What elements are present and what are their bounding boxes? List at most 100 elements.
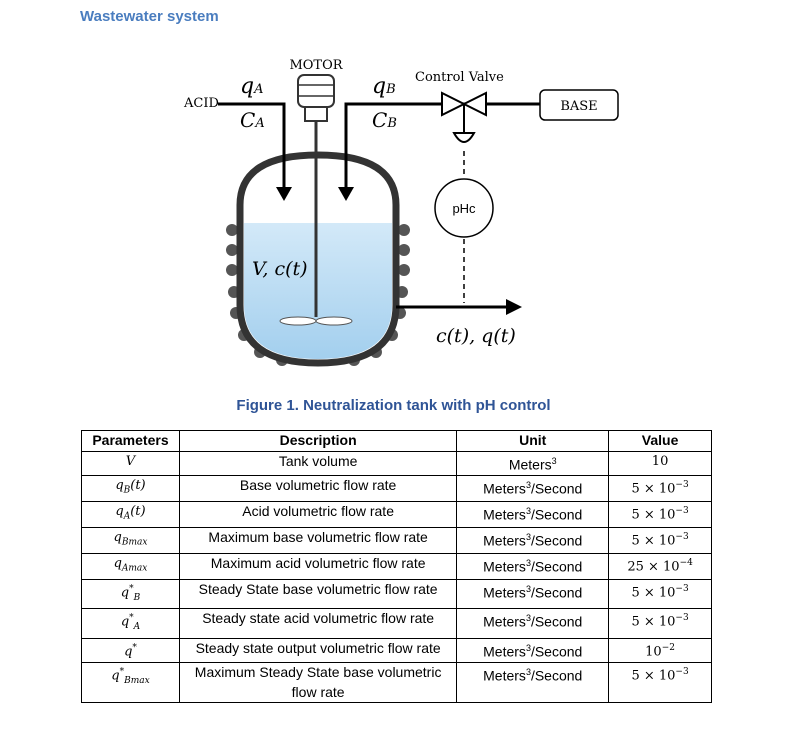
base-box xyxy=(539,89,619,121)
acid-label: ACID xyxy=(183,96,219,111)
param-cell: q*Bmax xyxy=(81,662,180,704)
phc-controller xyxy=(434,178,494,238)
svg-text:CA: CA xyxy=(240,108,265,132)
value-base: 5 × 10 xyxy=(631,614,676,630)
param-cell: q* xyxy=(81,637,180,664)
param-symbol: q xyxy=(124,644,133,660)
param-symbol: q xyxy=(120,585,130,601)
unit-exponent: 3 xyxy=(525,557,531,568)
unit-suffix: /Second xyxy=(530,506,583,523)
motor-label: MOTOR xyxy=(289,58,343,73)
unit-base: Meters xyxy=(483,584,526,601)
param-cell: qAmax xyxy=(81,552,180,581)
unit-suffix: /Second xyxy=(530,643,583,660)
cB-sub: B xyxy=(386,116,397,131)
unit-suffix: /Second xyxy=(530,532,583,549)
value-cell: 5 × 10−3 xyxy=(608,662,712,704)
value-base: 5 × 10 xyxy=(631,668,676,684)
table-row: q*Steady state output volumetric flow ra… xyxy=(81,637,712,664)
param-cell: q*A xyxy=(81,608,180,639)
value-exponent: −3 xyxy=(675,531,689,542)
param-subscript: B xyxy=(123,485,131,496)
param-symbol: q xyxy=(111,668,120,684)
acid-arrow-icon xyxy=(276,187,292,201)
unit-cell: Meters3 xyxy=(456,450,610,476)
acid-pipe xyxy=(218,102,286,191)
value-cell: 5 × 10−3 xyxy=(608,500,712,528)
param-star: * xyxy=(129,584,134,595)
unit-cell: Meters3/Second xyxy=(456,526,610,554)
unit-base: Meters xyxy=(483,506,526,523)
cA-label: C xyxy=(240,108,255,132)
description-cell: Maximum base volumetric flow rate xyxy=(178,526,458,554)
header-description: Description xyxy=(178,430,458,452)
unit-exponent: 3 xyxy=(525,584,531,595)
param-subscript: Amax xyxy=(121,563,148,574)
param-star: * xyxy=(119,667,125,678)
value-cell: 5 × 10−3 xyxy=(608,526,712,554)
unit-base: Meters xyxy=(483,532,526,549)
header-parameters: Parameters xyxy=(81,430,180,452)
base-arrow-icon xyxy=(338,187,354,201)
param-cell: V xyxy=(81,450,180,476)
control-valve-icon xyxy=(441,91,487,143)
value-base: 10 xyxy=(651,453,669,469)
value-exponent: −3 xyxy=(675,613,689,624)
unit-cell: Meters3/Second xyxy=(456,474,610,502)
impeller-icon xyxy=(279,316,353,326)
value-cell: 5 × 10−3 xyxy=(608,608,712,639)
value-base: 5 × 10 xyxy=(631,507,676,523)
unit-cell: Meters3/Second xyxy=(456,552,610,581)
value-exponent: −2 xyxy=(661,642,675,653)
value-base: 10 xyxy=(645,644,662,660)
unit-cell: Meters3/Second xyxy=(456,662,610,704)
param-subscript: Bmax xyxy=(124,675,150,686)
unit-exponent: 3 xyxy=(525,505,531,516)
param-subscript: A xyxy=(123,511,131,522)
param-star: * xyxy=(132,642,137,653)
volume-label: V, c(t) xyxy=(252,258,308,280)
output-label: c(t), q(t) xyxy=(436,325,516,347)
outflow-arrow-icon xyxy=(506,299,522,315)
phc-label: pHc xyxy=(452,201,476,216)
value-base: 5 × 10 xyxy=(631,480,676,496)
param-subscript: B xyxy=(133,592,141,603)
param-cell: qB(t) xyxy=(81,474,180,502)
unit-exponent: 3 xyxy=(525,479,531,490)
unit-cell: Meters3/Second xyxy=(456,500,610,528)
value-base: 5 × 10 xyxy=(631,585,676,601)
unit-base: Meters xyxy=(483,614,526,631)
value-exponent: −3 xyxy=(675,479,689,490)
param-suffix: (t) xyxy=(130,503,146,519)
description-cell: Acid volumetric flow rate xyxy=(178,500,458,528)
description-cell: Steady State base volumetric flow rate xyxy=(178,579,458,610)
value-cell: 10 xyxy=(608,450,712,476)
param-symbol: q xyxy=(115,477,124,493)
header-unit: Unit xyxy=(456,430,610,452)
param-cell: qA(t) xyxy=(81,500,180,528)
param-star: * xyxy=(129,613,134,624)
value-exponent: −4 xyxy=(679,557,693,568)
value-cell: 10−2 xyxy=(608,637,712,664)
param-symbol: V xyxy=(125,453,136,469)
unit-base: Meters xyxy=(483,667,526,684)
param-symbol: q xyxy=(113,555,122,571)
description-cell: Maximum acid volumetric flow rate xyxy=(178,552,458,581)
unit-exponent: 3 xyxy=(551,455,557,466)
unit-base: Meters xyxy=(483,480,526,497)
value-exponent: −3 xyxy=(675,584,689,595)
value-cell: 25 × 10−4 xyxy=(608,552,712,581)
param-cell: qBmax xyxy=(81,526,180,554)
qB-label: q xyxy=(372,74,386,99)
value-cell: 5 × 10−3 xyxy=(608,474,712,502)
table-row: q*B Steady State base volumetric flow rat… xyxy=(81,579,712,610)
control-valve-label: Control Valve xyxy=(415,70,504,85)
svg-text:CB: CB xyxy=(372,108,397,132)
value-exponent: −3 xyxy=(675,505,689,516)
param-symbol: q xyxy=(120,614,130,630)
table-header-row: Parameters Description Unit Value xyxy=(81,430,712,452)
unit-suffix: /Second xyxy=(530,558,583,575)
